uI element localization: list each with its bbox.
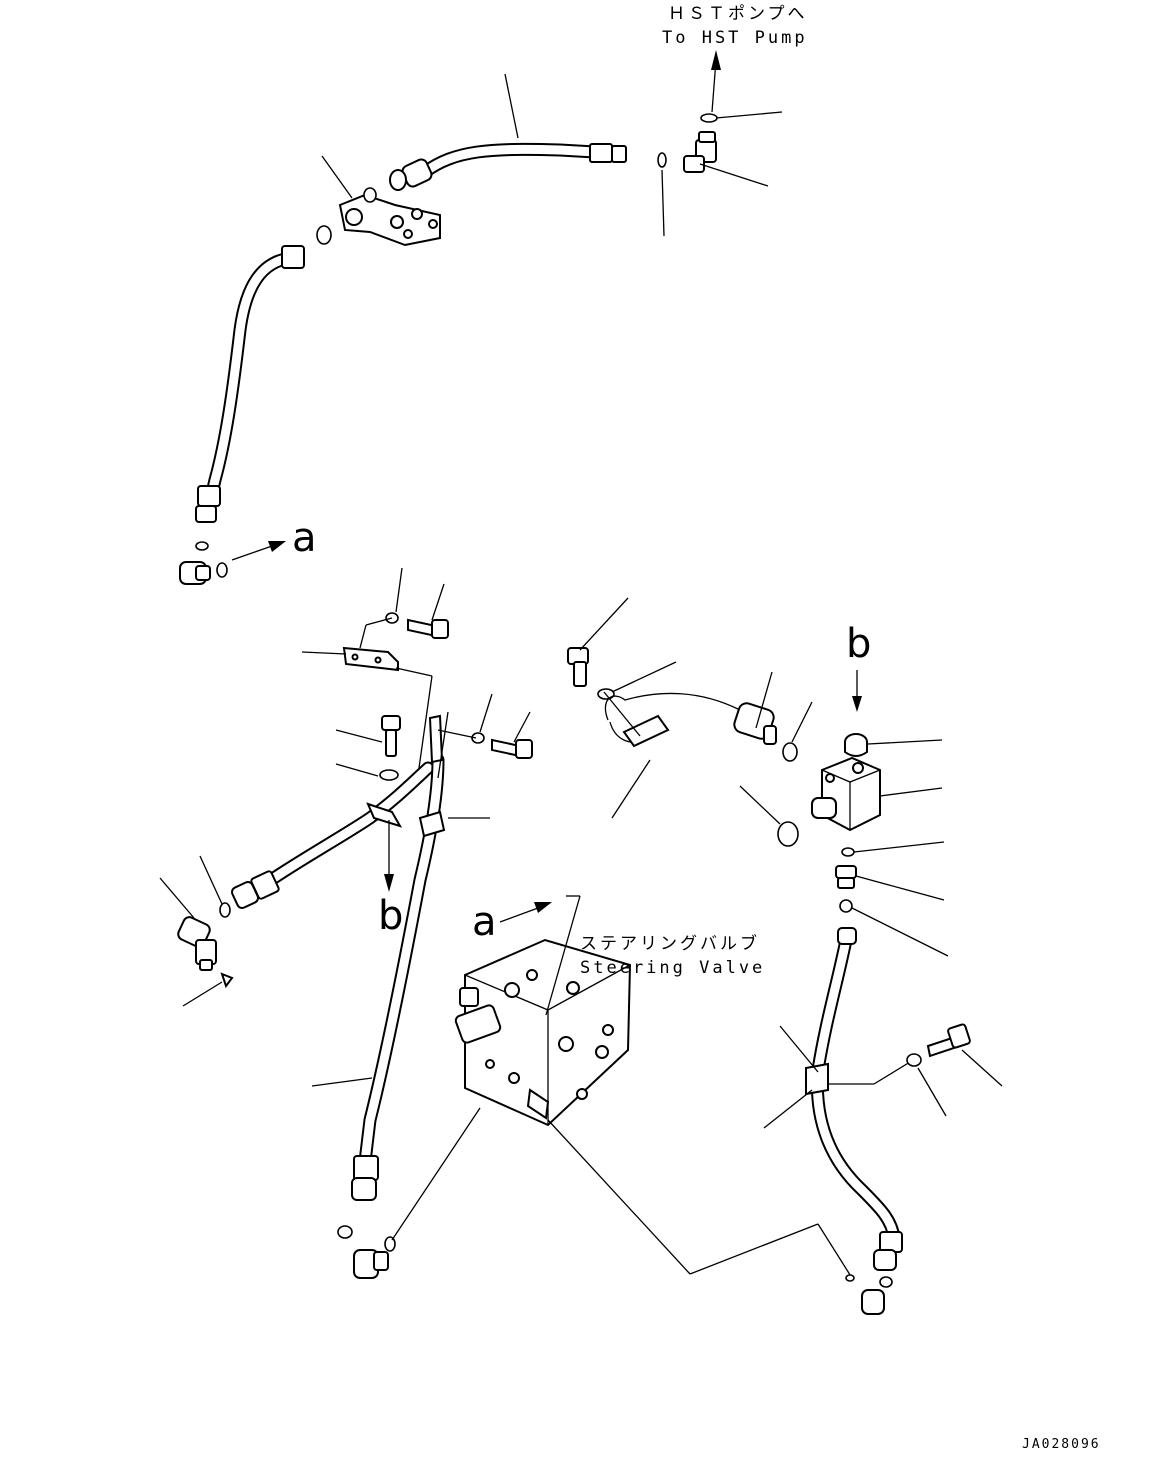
upper-hose [389,142,627,191]
steering-valve-label-en: Steering Valve [580,958,766,978]
steering-valve-body [391,895,853,1279]
large-oring [739,785,799,847]
left-mid-hose [231,761,435,909]
right-valve-block [811,733,949,957]
right-vertical-hose [763,927,911,1315]
leader-lines-top [321,73,783,237]
manifold-block-bracket [316,187,441,247]
clamp-bracket [301,646,433,776]
left-long-hose [195,245,305,523]
steering-valve-label-jp: ステアリングバルブ [580,934,760,954]
bracket-bolts [359,567,449,649]
ref-arrow-a-lower [499,902,552,923]
pressure-sensor [603,671,813,819]
ref-arrow-a-upper [231,541,286,561]
pump-elbow-fitting [657,113,718,173]
ref-arrow-b-lower [384,820,394,892]
ref-label-a-upper: a [292,515,317,561]
drawing-code: JA028096 [1022,1437,1101,1452]
vertical-bolt [335,715,401,781]
hst-pump-label-en: To HST Pump [662,28,808,48]
lower-left-fitting [179,541,228,585]
right-clamp-bolt [906,1023,1003,1117]
sensor-bolt [567,597,677,700]
left-vertical-hose [311,711,490,1279]
ref-label-a-lower: a [472,899,497,945]
far-left-elbow-fitting [159,855,234,1007]
ref-label-b-upper: b [846,621,872,667]
hst-pump-arrow [711,50,721,113]
ref-label-b-lower: b [378,893,404,939]
side-bolt [437,693,533,759]
hst-pump-label-jp: ＨＳＴポンプへ [668,4,808,24]
ref-arrow-b-upper [852,670,862,712]
